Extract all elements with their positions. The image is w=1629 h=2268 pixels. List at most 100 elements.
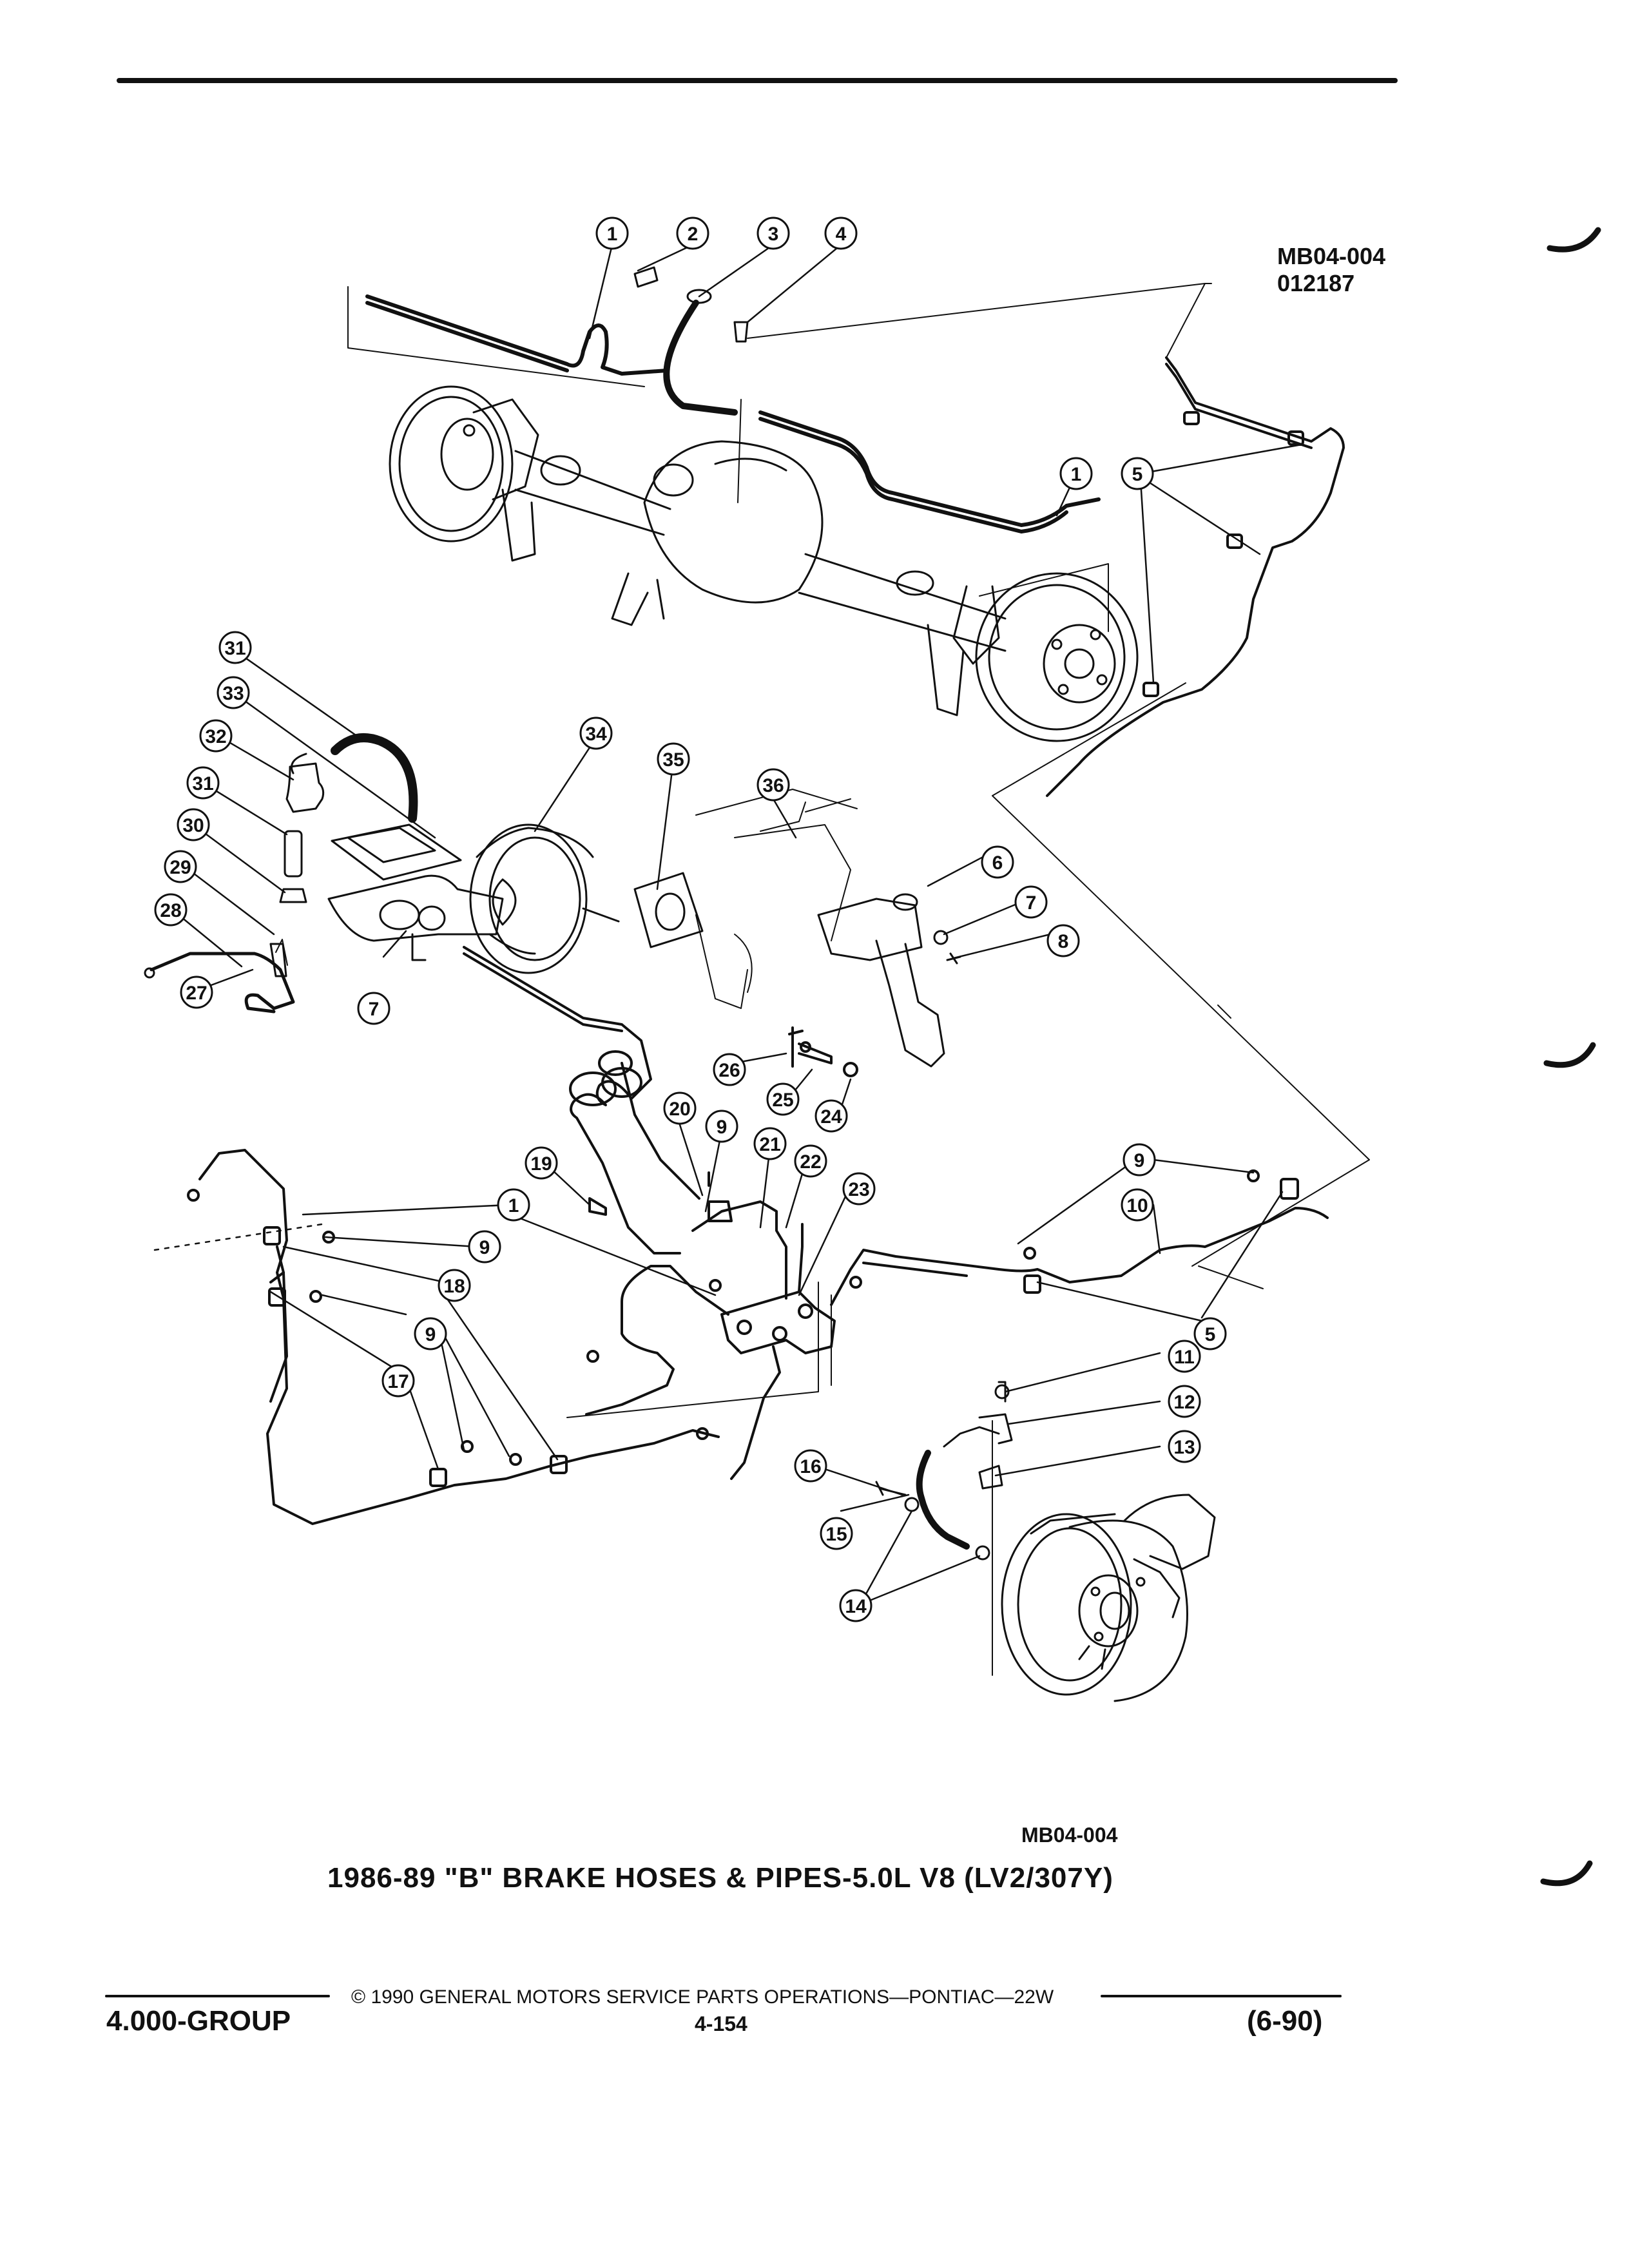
callout-number: 31 [224,638,246,659]
callout-circle [497,1188,530,1222]
callout-33: 33 [217,676,250,709]
callout-29: 29 [164,850,197,883]
callout-30: 30 [177,808,210,841]
callout-circle [579,716,613,750]
callout-21: 21 [753,1127,787,1160]
callout-28: 28 [154,893,188,927]
callout-number: 6 [992,852,1003,874]
callout-number: 17 [387,1371,409,1392]
callout-36: 36 [757,768,790,802]
callout-11: 11 [1168,1340,1201,1373]
callout-number: 10 [1126,1195,1148,1216]
callout-number: 8 [1058,931,1069,952]
callout-circle [981,845,1014,879]
callout-17: 17 [381,1364,415,1398]
callout-1: 1 [595,216,629,250]
callout-number: 12 [1173,1392,1195,1413]
callout-circle [766,1082,800,1116]
callout-number: 9 [717,1117,728,1138]
callout-circle [1046,924,1080,957]
leader-line-4-to-5 [747,283,1212,358]
figure-id-bottom: MB04-004 [1021,1823,1118,1847]
callout-circle [186,766,220,800]
callout-number: 26 [718,1060,740,1081]
callout-10: 10 [1121,1188,1154,1222]
front-disc-brake [875,1381,1216,1702]
callout-27: 27 [180,975,213,1009]
punch-mark-bottom [1540,1860,1593,1887]
callout-number: 5 [1132,464,1143,485]
callout-circle [525,1146,558,1180]
callout-circle [713,1053,746,1086]
callout-22: 22 [794,1144,827,1178]
front-frame-guide [1198,1265,1264,1289]
callout-number: 13 [1173,1437,1195,1458]
callout-1: 1 [1059,457,1093,490]
callout-9: 9 [705,1110,738,1143]
callout-20: 20 [663,1091,697,1125]
callout-number: 28 [160,900,181,921]
callout-5: 5 [1193,1317,1227,1350]
revision-code: (6-90) [1247,2005,1323,2037]
callout-9: 9 [1123,1143,1156,1177]
callout-15: 15 [820,1517,853,1550]
callout-circle [705,1110,738,1143]
callout-7: 7 [1014,885,1048,919]
callout-9: 9 [468,1230,501,1264]
page-number: 4-154 [695,2012,747,2035]
callout-number: 18 [443,1276,465,1297]
callout-leader-lines [153,244,1303,1606]
figure-caption: 1986-89 "B" BRAKE HOSES & PIPES-5.0L V8 … [327,1862,1113,1894]
frame-guide-line [992,682,1370,1267]
callout-circle [180,975,213,1009]
callout-number: 7 [1026,892,1037,914]
callout-circle [1121,1188,1154,1222]
callout-14: 14 [839,1589,872,1622]
callout-number: 14 [845,1596,867,1617]
callout-circle [842,1172,876,1206]
callout-number: 9 [479,1237,490,1258]
callout-circle [657,742,690,776]
callout-number: 4 [836,224,847,245]
rear-fittings [633,266,749,343]
callout-number: 11 [1174,1347,1195,1368]
callout-18: 18 [438,1269,471,1302]
callout-circle [794,1144,827,1178]
copyright-line: © 1990 GENERAL MOTORS SERVICE PARTS OPER… [351,1986,1054,2008]
callout-number: 30 [182,815,204,836]
rear-axle-brake-pipe [365,289,1101,533]
callout-circle [794,1449,827,1483]
callout-circle [1168,1340,1201,1373]
callout-number: 1 [508,1195,519,1216]
callout-26: 26 [713,1053,746,1086]
callout-circle [839,1589,872,1622]
callout-number: 22 [800,1151,821,1173]
callout-7: 7 [357,992,390,1025]
callout-circle [753,1127,787,1160]
callout-number: 33 [222,683,244,704]
callout-circle [357,992,390,1025]
callout-number: 5 [1205,1324,1216,1345]
callout-number: 3 [768,224,779,245]
callout-number: 25 [772,1090,793,1111]
callout-circle [820,1517,853,1550]
callout-circle [815,1099,848,1133]
callout-circle [438,1269,471,1302]
callout-circle [595,216,629,250]
callout-circle [1059,457,1093,490]
callout-circle [468,1230,501,1264]
front-brake-pipes [187,946,1329,1525]
callout-12: 12 [1168,1385,1201,1418]
callout-circle [1168,1430,1201,1463]
callout-3: 3 [757,216,790,250]
callout-31: 31 [186,766,220,800]
callout-32: 32 [199,719,233,753]
callout-number: 19 [530,1153,552,1175]
callout-circle [1168,1385,1201,1418]
right-rear-brake-pipe [1046,356,1345,797]
callout-circle [164,850,197,883]
figure-date-code: 012187 [1277,270,1355,296]
rear-axle-assembly [347,286,1139,742]
callout-circle [757,768,790,802]
